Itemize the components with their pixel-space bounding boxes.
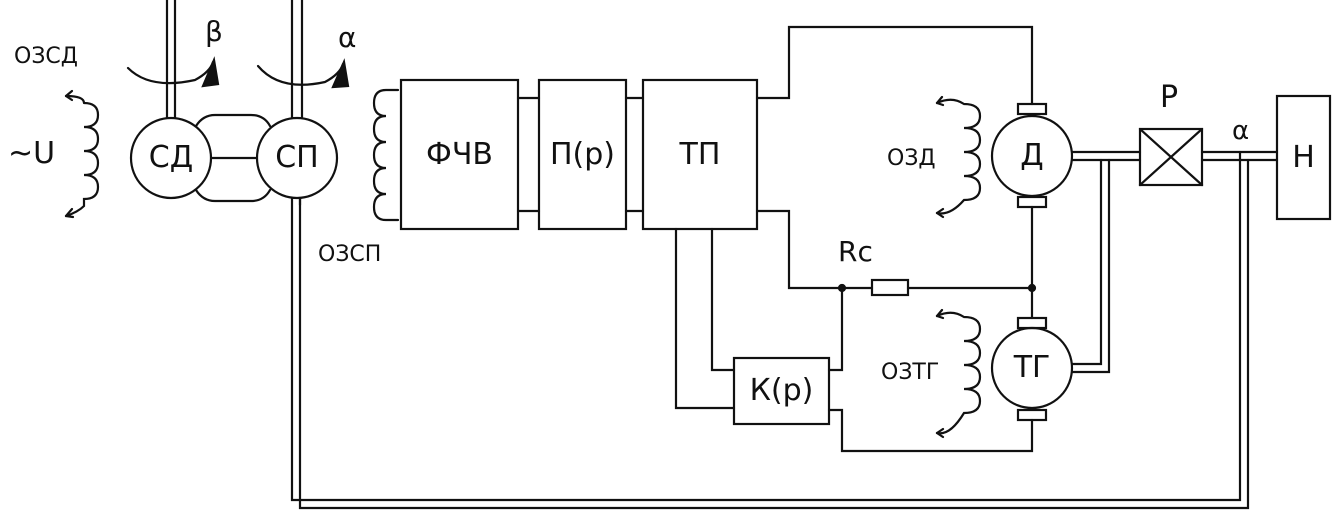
d-to-reducer-shaft — [1070, 150, 1142, 162]
tg-circle — [990, 326, 1074, 410]
alpha-rotation-arrow — [256, 62, 345, 86]
source-voltage-label: ~U — [8, 136, 56, 171]
alpha-arrowhead — [331, 58, 350, 89]
kp-block-label: К(р) — [749, 373, 814, 408]
pp-block — [537, 78, 628, 231]
n-load-label: Н — [1292, 139, 1315, 175]
oztg-arrows — [935, 308, 945, 439]
rc-label: Rc — [838, 235, 873, 268]
rc-resistor — [870, 278, 910, 297]
beta-label: β — [205, 15, 223, 48]
reducer-p-label: P — [1160, 80, 1179, 115]
ozd-winding — [935, 98, 982, 215]
fchv-block-label: ФЧВ — [426, 136, 493, 172]
ozsd-arrow-bottom — [64, 207, 75, 219]
alpha-label-top: α — [338, 21, 357, 54]
reducer-p — [1138, 127, 1204, 187]
tp-to-d-top-wire — [755, 25, 1034, 106]
tg-brush-top — [1016, 316, 1048, 330]
ozsd-winding — [64, 94, 100, 218]
tp-to-kp-wires — [674, 227, 736, 410]
rc-to-kp-wire — [827, 286, 844, 372]
ozsp-label: ОЗСП — [318, 242, 382, 267]
ozd-label: ОЗД — [887, 146, 936, 171]
oztg-label: ОЗТГ — [881, 360, 940, 385]
beta-arrowhead — [201, 56, 220, 88]
alpha-label-right: α — [1232, 116, 1250, 146]
pp-block-label: П(р) — [549, 136, 615, 172]
n-block — [1275, 94, 1332, 221]
d-brush-bottom — [1016, 195, 1048, 209]
d-motor-circle — [990, 114, 1074, 198]
ozd-arrows — [935, 95, 945, 219]
beta-rotation-arrow — [126, 60, 215, 85]
tp-block-label: ТП — [679, 136, 721, 172]
reducer-cross — [1138, 127, 1204, 187]
fchv-block — [399, 78, 520, 231]
sd-sp-link — [194, 113, 272, 203]
sp-selsyn-label: СП — [275, 140, 319, 175]
fchv-pp-link — [516, 96, 541, 213]
rc-to-d-wire — [906, 205, 1034, 290]
feedback-shaft — [290, 150, 1250, 510]
tg-bottom-wire — [827, 408, 1034, 453]
d-motor-label: Д — [1020, 138, 1044, 173]
tg-brush-bottom — [1016, 408, 1048, 422]
tg-mechanical-link — [1070, 158, 1111, 374]
ozsd-label: ОЗСД — [14, 44, 78, 69]
sd-shaft — [165, 0, 177, 120]
pp-tp-link — [624, 96, 645, 213]
tp-to-rc-wire — [755, 209, 874, 290]
d-brush-top — [1016, 102, 1048, 116]
kp-block — [732, 356, 831, 426]
oztg-winding — [935, 311, 982, 435]
ozsp-winding — [372, 88, 400, 222]
ozsd-arrow-top — [64, 89, 74, 102]
tp-block — [641, 78, 759, 231]
sp-shaft — [290, 0, 304, 120]
sd-motor-label: СД — [148, 140, 194, 175]
tg-label: ТГ — [1013, 350, 1051, 385]
